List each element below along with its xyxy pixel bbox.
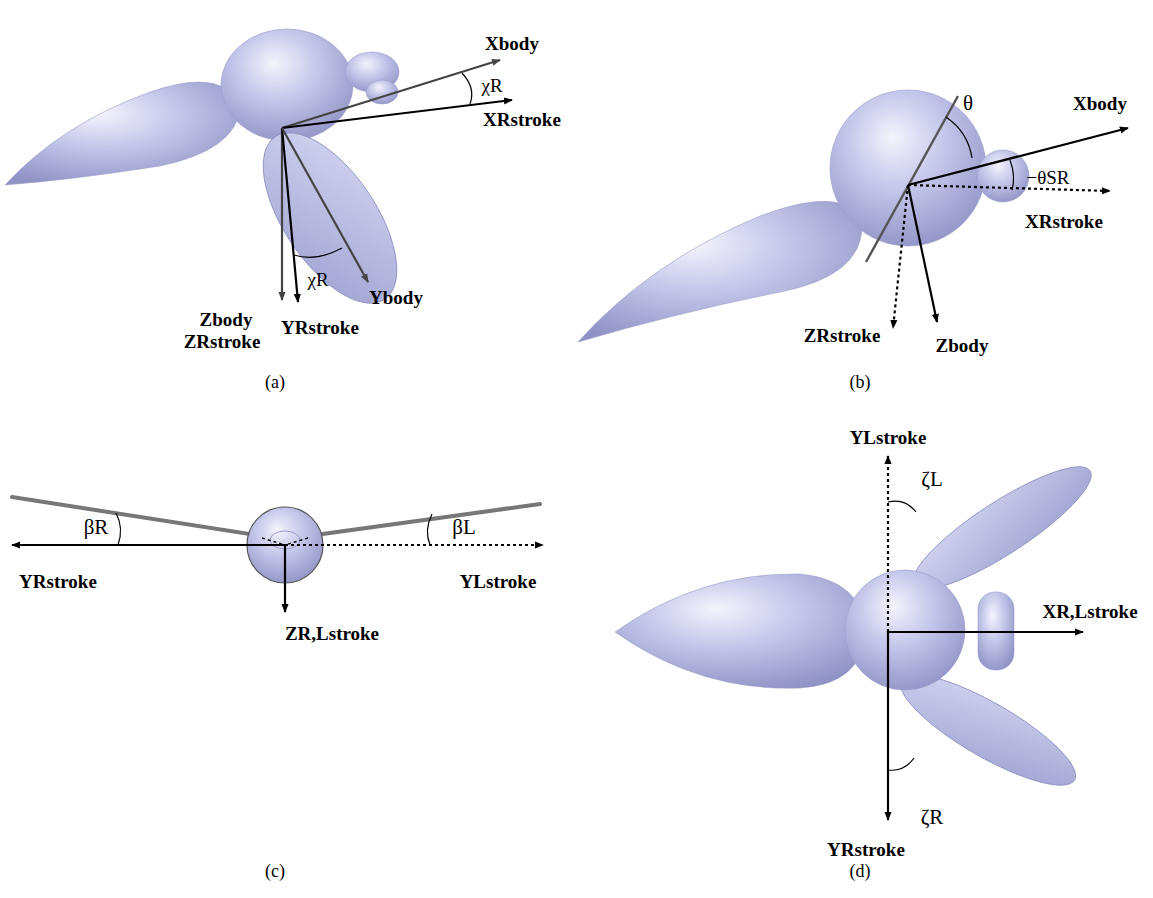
- panel-b-axes: [893, 117, 1128, 328]
- axis-label: χR: [307, 270, 328, 291]
- axis-label: XRstroke: [1025, 212, 1103, 233]
- axis-label: (c): [265, 862, 285, 882]
- axis-label: YLstroke: [460, 572, 537, 593]
- axis-label: βR: [84, 516, 109, 539]
- axis-label: Zbody: [200, 310, 253, 331]
- axis-label: ζR: [921, 806, 944, 829]
- axis-label: XR,Lstroke: [1042, 602, 1137, 623]
- axis-label: XRstroke: [483, 110, 561, 131]
- panel-a-axes: [282, 60, 512, 302]
- axis-label: ZR,Lstroke: [285, 624, 379, 645]
- panel-b-body: [578, 90, 1029, 342]
- panel-d-axes: [888, 456, 1083, 820]
- panel-c-body: [12, 497, 540, 583]
- axis-label: YLstroke: [850, 428, 927, 449]
- panel-a-body: [5, 29, 423, 325]
- axis-label: βL: [452, 516, 476, 539]
- axis-label: Zbody: [936, 336, 989, 357]
- axis-label: YRstroke: [827, 840, 905, 861]
- axis-label: Xbody: [1073, 94, 1127, 115]
- axis-label: χR: [481, 76, 502, 97]
- panel-c-axes: [12, 513, 543, 612]
- axis-label: (d): [850, 862, 871, 882]
- axis-label: YRstroke: [19, 572, 97, 593]
- axis-label: (b): [850, 373, 871, 393]
- axis-label: ZRstroke: [184, 332, 261, 353]
- axis-label: ZRstroke: [804, 326, 881, 347]
- axis-label: YRstroke: [281, 318, 359, 339]
- axis-label: Xbody: [485, 34, 539, 55]
- panel-d-body: [615, 449, 1104, 803]
- axis-label: θ: [963, 92, 973, 115]
- axis-label: Ybody: [369, 288, 423, 309]
- axis-label: −θSR: [1026, 168, 1069, 189]
- axis-label: ζL: [921, 468, 943, 491]
- axis-label: (a): [265, 373, 285, 393]
